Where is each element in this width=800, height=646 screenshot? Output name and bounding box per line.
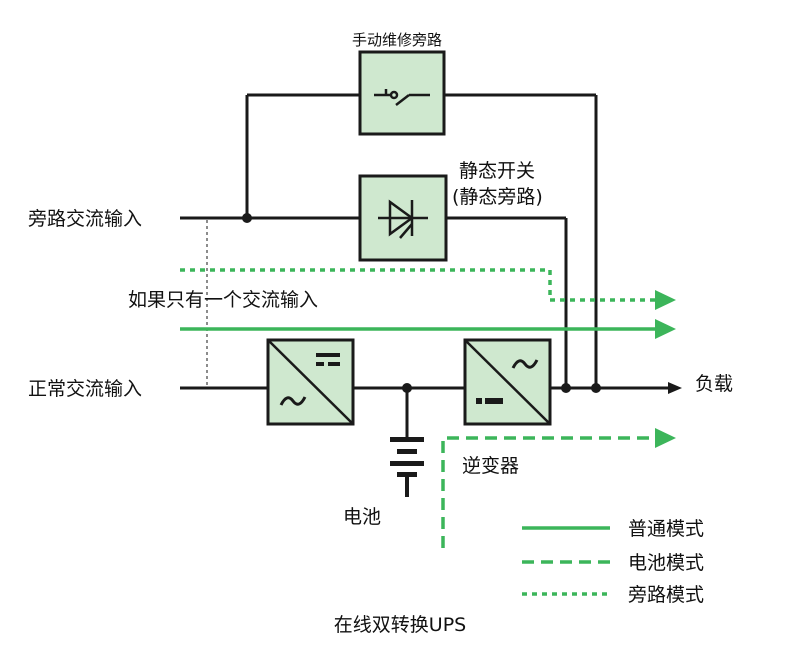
single-input-note: 如果只有一个交流输入 (128, 289, 318, 311)
manual-bypass-switch (358, 50, 446, 136)
legend-label-normal: 普通模式 (628, 518, 704, 540)
battery-icon (390, 437, 424, 497)
normal-input-label: 正常交流输入 (28, 378, 142, 400)
junctions (242, 213, 601, 393)
legend (522, 526, 610, 596)
switch-icon (374, 89, 430, 106)
wiring (180, 93, 668, 437)
flow-lines (180, 268, 656, 548)
inverter (463, 338, 552, 426)
flow-battery-mode (441, 436, 656, 548)
static-switch (358, 174, 448, 262)
junction-dot (561, 383, 571, 393)
manual-bypass-label: 手动维修旁路 (352, 31, 442, 49)
static-switch-label: 静态开关 (459, 160, 535, 182)
dc-symbol-icon (316, 353, 340, 366)
flow-arrowheads (655, 290, 676, 448)
battery-label: 电池 (343, 506, 381, 528)
ac-wave-icon (511, 359, 539, 369)
junction-dot (242, 213, 252, 223)
dc-symbol-icon (476, 398, 503, 404)
bypass-input-label: 旁路交流输入 (28, 208, 142, 230)
load-arrowhead (668, 382, 682, 394)
junction-dot (591, 383, 601, 393)
rectifier (266, 338, 355, 426)
load-label: 负载 (695, 373, 733, 395)
legend-label-bypass: 旁路模式 (628, 584, 704, 606)
ac-wave-icon (279, 396, 307, 406)
inverter-label: 逆变器 (462, 455, 519, 477)
diagram-caption: 在线双转换UPS (334, 614, 466, 636)
junction-dot (402, 383, 412, 393)
static-switch-sublabel: (静态旁路) (452, 186, 543, 208)
flow-bypass-mode (180, 268, 656, 302)
legend-label-battery: 电池模式 (628, 552, 704, 574)
thyristor-icon (378, 199, 428, 239)
